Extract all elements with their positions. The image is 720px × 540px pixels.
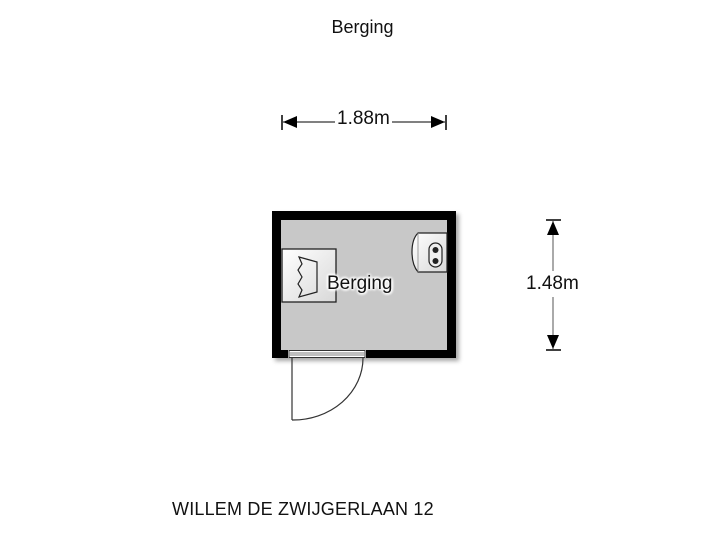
address-label: WILLEM DE ZWIJGERLAAN 12 — [172, 499, 434, 519]
width-dimension-label: 1.88m — [335, 108, 392, 130]
floorplan-title: Berging — [331, 17, 394, 37]
table-fixture — [281, 248, 337, 303]
boiler-fixture — [411, 232, 448, 273]
height-dimension-label: 1.48m — [526, 271, 579, 297]
door-swing — [291, 357, 364, 421]
room-label-berging: Berging — [327, 273, 393, 294]
